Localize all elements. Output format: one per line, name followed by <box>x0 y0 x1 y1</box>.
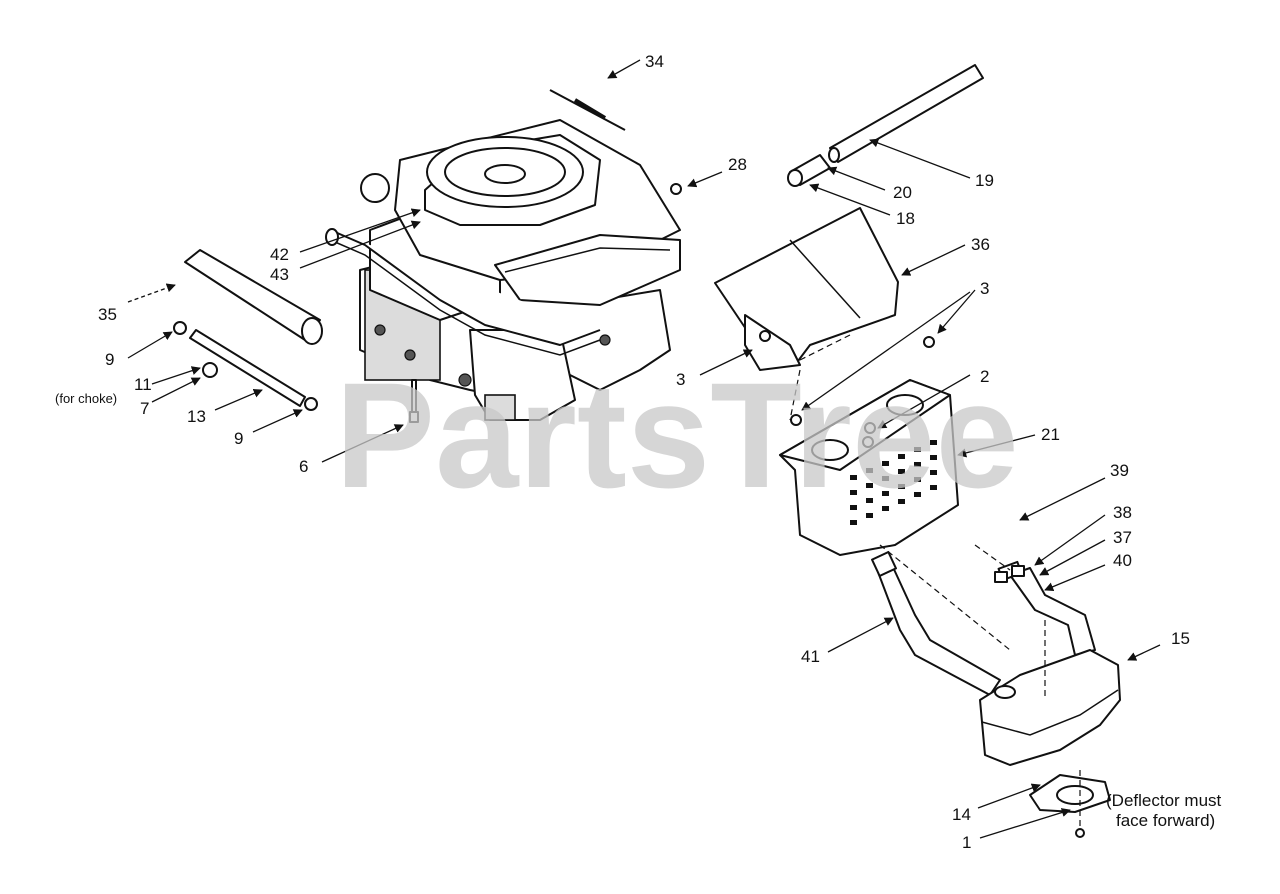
callout-9-lower: 9 <box>234 429 243 448</box>
part-38-clamp <box>994 565 1025 583</box>
callout-18: 18 <box>896 209 915 228</box>
callout-11: 11 <box>134 375 152 394</box>
callout-36: 36 <box>971 235 990 254</box>
callout-1: 1 <box>962 833 971 852</box>
part-9-grommet-a <box>173 321 187 335</box>
callout-15: 15 <box>1171 629 1190 648</box>
callout-28: 28 <box>728 155 747 174</box>
callout-3-right: 3 <box>980 279 989 298</box>
leader-lines <box>127 59 1161 839</box>
part-15-muffler <box>979 649 1121 766</box>
note-deflector-line2: face forward) <box>1116 811 1215 830</box>
part-14-deflector <box>1029 774 1111 813</box>
callout-3-left: 3 <box>676 370 685 389</box>
callout-38: 38 <box>1113 503 1132 522</box>
watermark: PartsTree <box>335 351 1019 519</box>
callout-41: 41 <box>801 647 820 666</box>
callout-7: 7 <box>140 399 149 418</box>
part-7-nut <box>202 362 218 378</box>
part-6-bolt <box>409 379 419 423</box>
callout-42: 42 <box>270 245 289 264</box>
part-36-heat-shield <box>714 207 935 426</box>
callout-20: 20 <box>893 183 912 202</box>
callout-9-upper: 9 <box>105 350 114 369</box>
part-34-pin <box>549 89 626 131</box>
callout-39: 39 <box>1110 461 1129 480</box>
callout-labels: 34 28 19 20 18 36 3 3 2 21 42 43 35 9 11… <box>55 52 1222 852</box>
callout-2: 2 <box>980 367 989 386</box>
callout-34: 34 <box>645 52 664 71</box>
part-13-rod <box>189 329 306 407</box>
note-for-choke: (for choke) <box>55 391 117 406</box>
callout-40: 40 <box>1113 551 1132 570</box>
note-deflector-line1: (Deflector must <box>1106 791 1222 810</box>
part-28-nut <box>670 183 682 195</box>
callout-13: 13 <box>187 407 206 426</box>
callout-14: 14 <box>952 805 971 824</box>
part-41-exhaust-pipe <box>871 551 1001 696</box>
callout-21: 21 <box>1041 425 1060 444</box>
part-35-tube <box>184 249 323 345</box>
callout-37: 37 <box>1113 528 1132 547</box>
part-19-fuel-line <box>828 64 984 163</box>
part-9-grommet-b <box>304 397 318 411</box>
part-1-screw <box>1075 828 1085 838</box>
callout-19: 19 <box>975 171 994 190</box>
part-20-18-fitting <box>787 154 831 187</box>
part-21-muffler-guard <box>779 379 959 556</box>
callout-43: 43 <box>270 265 289 284</box>
callout-35: 35 <box>98 305 117 324</box>
callout-6: 6 <box>299 457 308 476</box>
engine <box>325 119 681 421</box>
